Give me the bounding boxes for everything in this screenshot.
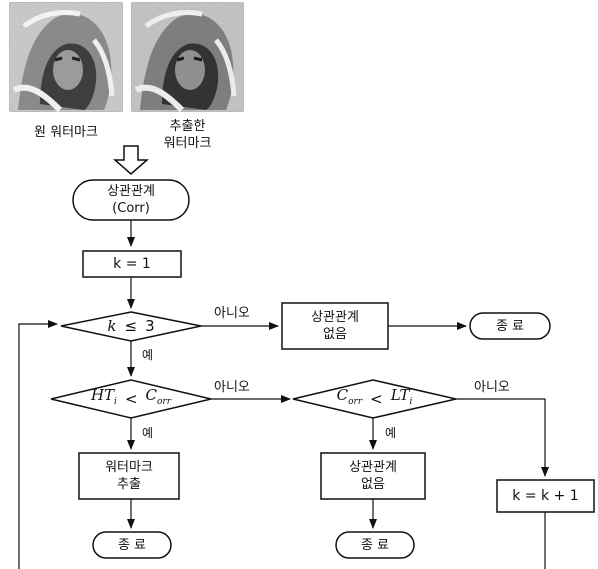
decision-2-op: < (125, 391, 138, 408)
correlation-line1: 상관관계 (107, 183, 155, 200)
end-a: 종 료 (470, 313, 550, 339)
edge-label-cond2-yes: 예 (142, 425, 153, 441)
no-correlation-a-line2: 없음 (323, 326, 347, 343)
correlation-line2: (Corr) (112, 200, 150, 217)
edge-label-cond1-yes: 예 (142, 347, 153, 363)
decision-2: HTi < Corr (51, 380, 211, 418)
no-correlation-a-line1: 상관관계 (311, 309, 359, 326)
original-watermark-image (10, 3, 122, 111)
loop-back-line (19, 324, 57, 569)
decision-1-op: ≤ (124, 318, 137, 335)
decision-3-op: < (370, 391, 383, 408)
no-correlation-b-line1: 상관관계 (349, 459, 397, 476)
end-b-text: 종 료 (118, 537, 146, 554)
extracted-watermark-caption-line2: 워터마크 (132, 136, 243, 152)
original-watermark-caption: 원 워터마크 (10, 125, 122, 141)
end-b: 종 료 (93, 532, 171, 558)
decision-1-value: 3 (145, 318, 155, 335)
extracted-watermark-image (132, 3, 243, 111)
end-c: 종 료 (336, 532, 414, 558)
extract-box: 워터마크 추출 (79, 453, 179, 499)
end-a-text: 종 료 (496, 318, 524, 335)
increment-box: k = k + 1 (497, 480, 594, 512)
end-c-text: 종 료 (361, 537, 389, 554)
decision-1-var: k (107, 318, 116, 335)
decision-3-left: Corr (337, 387, 363, 411)
extracted-watermark-caption-line1: 추출한 (132, 119, 243, 135)
edge-label-cond3-yes: 예 (385, 425, 396, 441)
init-text: k = 1 (113, 256, 151, 273)
extract-line1: 워터마크 (105, 459, 153, 476)
decision-2-left: HTi (91, 387, 117, 411)
edge-label-cond3-no: 아니오 (474, 380, 510, 396)
edge-label-cond2-no: 아니오 (214, 380, 250, 396)
decision-3-right: LTi (391, 387, 413, 411)
no-correlation-a: 상관관계 없음 (282, 303, 388, 349)
decision-3: Corr < LTi (293, 380, 456, 418)
decision-2-right: Corr (146, 387, 172, 411)
decision-1: k ≤ 3 (61, 312, 201, 341)
no-correlation-b-line2: 없음 (361, 476, 385, 493)
increment-text: k = k + 1 (512, 488, 578, 505)
extract-line2: 추출 (117, 476, 141, 493)
init-box: k = 1 (83, 251, 181, 277)
correlation-node: 상관관계 (Corr) (73, 180, 189, 220)
no-correlation-b: 상관관계 없음 (321, 453, 425, 499)
edge-label-cond1-no: 아니오 (214, 306, 250, 322)
